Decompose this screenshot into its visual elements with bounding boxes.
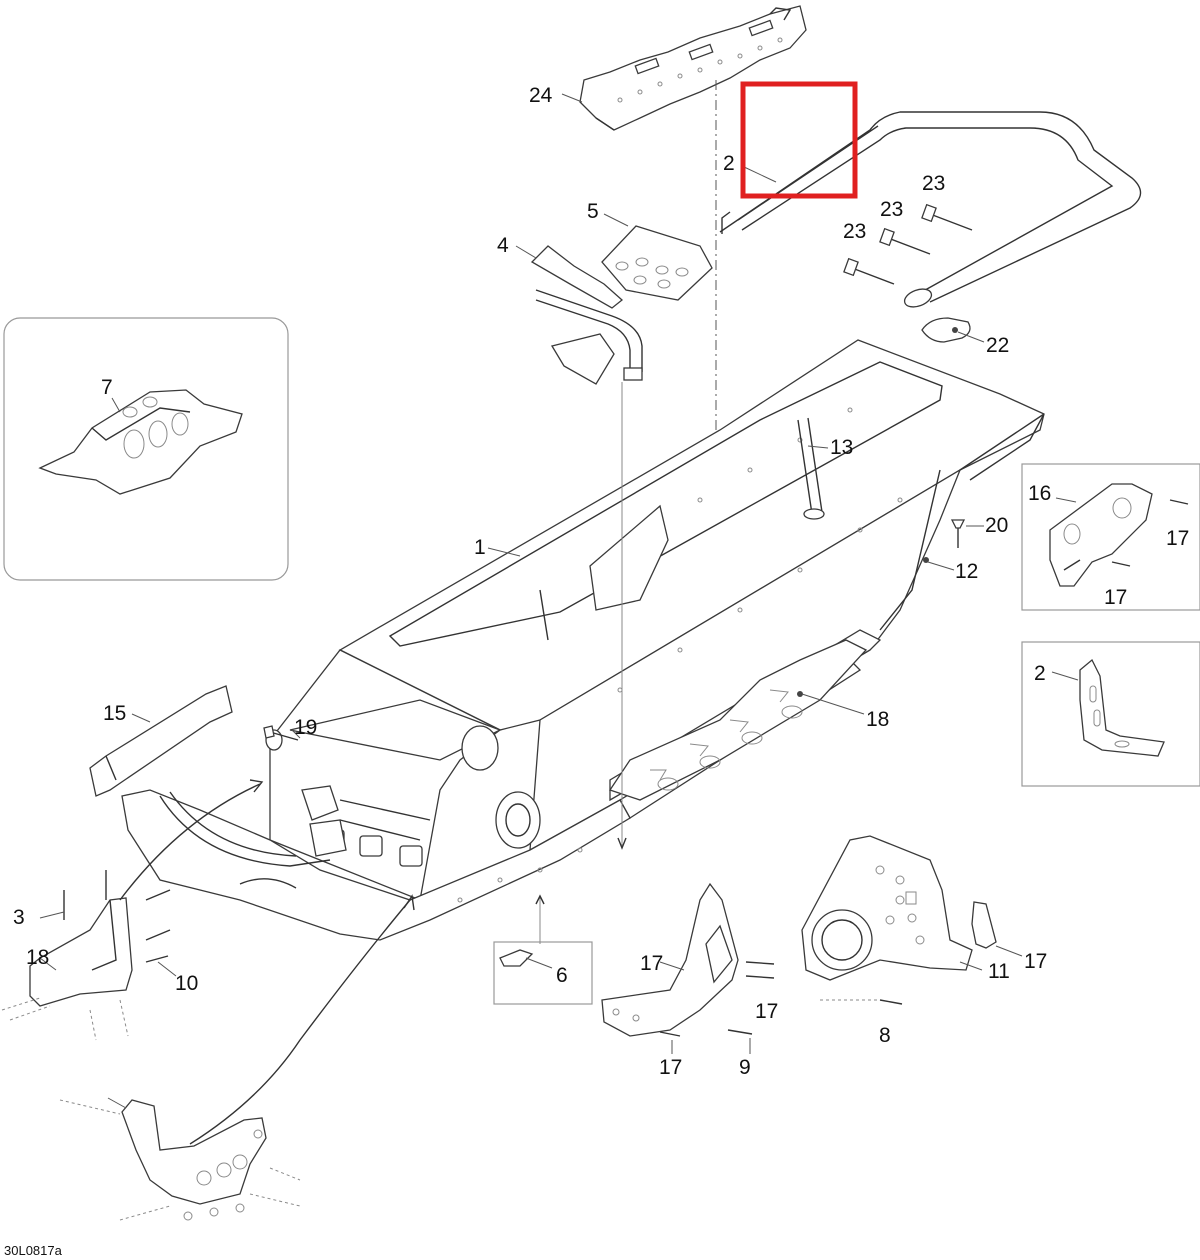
highlight-box: [740, 81, 858, 199]
part-5-plate[interactable]: [601, 225, 713, 301]
part-3-bracket[interactable]: [29, 897, 133, 1007]
callout-3: 18: [26, 946, 49, 969]
part-12-rail[interactable]: [879, 469, 941, 631]
callout-1: 1: [474, 536, 486, 559]
part-14-footrest[interactable]: [608, 639, 868, 801]
callout-17-d: 17: [659, 1056, 682, 1079]
callout-2-top: 2: [723, 152, 735, 175]
callout-17-c: 17: [755, 1000, 778, 1023]
inset-part-10: [493, 941, 593, 1005]
callout-23-c: 23: [843, 220, 866, 243]
part-24-bracket[interactable]: [579, 5, 807, 131]
part-11-tab[interactable]: [971, 901, 997, 949]
part-6-bracket[interactable]: [601, 882, 739, 1037]
inset-part-16: [1021, 463, 1200, 611]
part-4-bracket[interactable]: [530, 245, 643, 385]
inset-part-2: [1021, 641, 1200, 787]
part-2-grab-handle[interactable]: [719, 111, 1142, 310]
part-7-cover[interactable]: [38, 389, 243, 495]
part-9-bracket[interactable]: [801, 835, 973, 981]
callout-16: 16: [1028, 482, 1051, 505]
part-22-clip[interactable]: [921, 317, 971, 343]
callout-5: 5: [587, 200, 599, 223]
callout-17-e: 9: [739, 1056, 751, 1079]
callout-24: 24: [529, 84, 553, 107]
callout-10: 6: [556, 964, 568, 987]
part-13-rod[interactable]: [797, 417, 825, 520]
part-17-rivets-inset[interactable]: [1111, 499, 1189, 567]
callout-18-a: 3: [13, 906, 25, 929]
callout-7: 7: [101, 376, 113, 399]
part-18-rivets[interactable]: [63, 870, 171, 963]
callout-18-b: 10: [175, 972, 198, 995]
callout-20: 20: [985, 514, 1008, 537]
callout-19: 19: [294, 716, 317, 739]
part-19-pin[interactable]: [263, 725, 299, 741]
callout-4: 4: [497, 234, 509, 257]
callout-17-f: 8: [879, 1024, 891, 1047]
part-23-bolts[interactable]: [843, 203, 973, 285]
callout-17-a: 17: [1166, 527, 1189, 550]
callout-2-box: 2: [1034, 662, 1046, 685]
callout-11: 17: [1024, 950, 1047, 973]
callout-14: 18: [866, 708, 889, 731]
part-8-bracket[interactable]: [121, 1099, 267, 1221]
callout-13: 13: [830, 436, 853, 459]
drawing-code: 30L0817a: [4, 1243, 63, 1258]
callout-23-b: 23: [880, 198, 903, 221]
part-15-bracket[interactable]: [89, 685, 233, 797]
callout-17-b: 17: [1104, 586, 1127, 609]
part-17-rivets-6[interactable]: [659, 961, 775, 1037]
callout-6: 17: [640, 952, 663, 975]
callout-15: 15: [103, 702, 126, 725]
part-10-tab[interactable]: [499, 949, 534, 967]
part-16-bracket[interactable]: [1049, 483, 1153, 587]
part-20-rivet[interactable]: [950, 519, 966, 548]
inset-part-7: [3, 317, 289, 581]
callout-22: 22: [986, 334, 1009, 357]
callout-23-a: 23: [922, 172, 945, 195]
callout-9: 11: [988, 960, 1010, 983]
callout-12: 12: [955, 560, 978, 583]
part-2-bracket[interactable]: [1079, 658, 1165, 757]
